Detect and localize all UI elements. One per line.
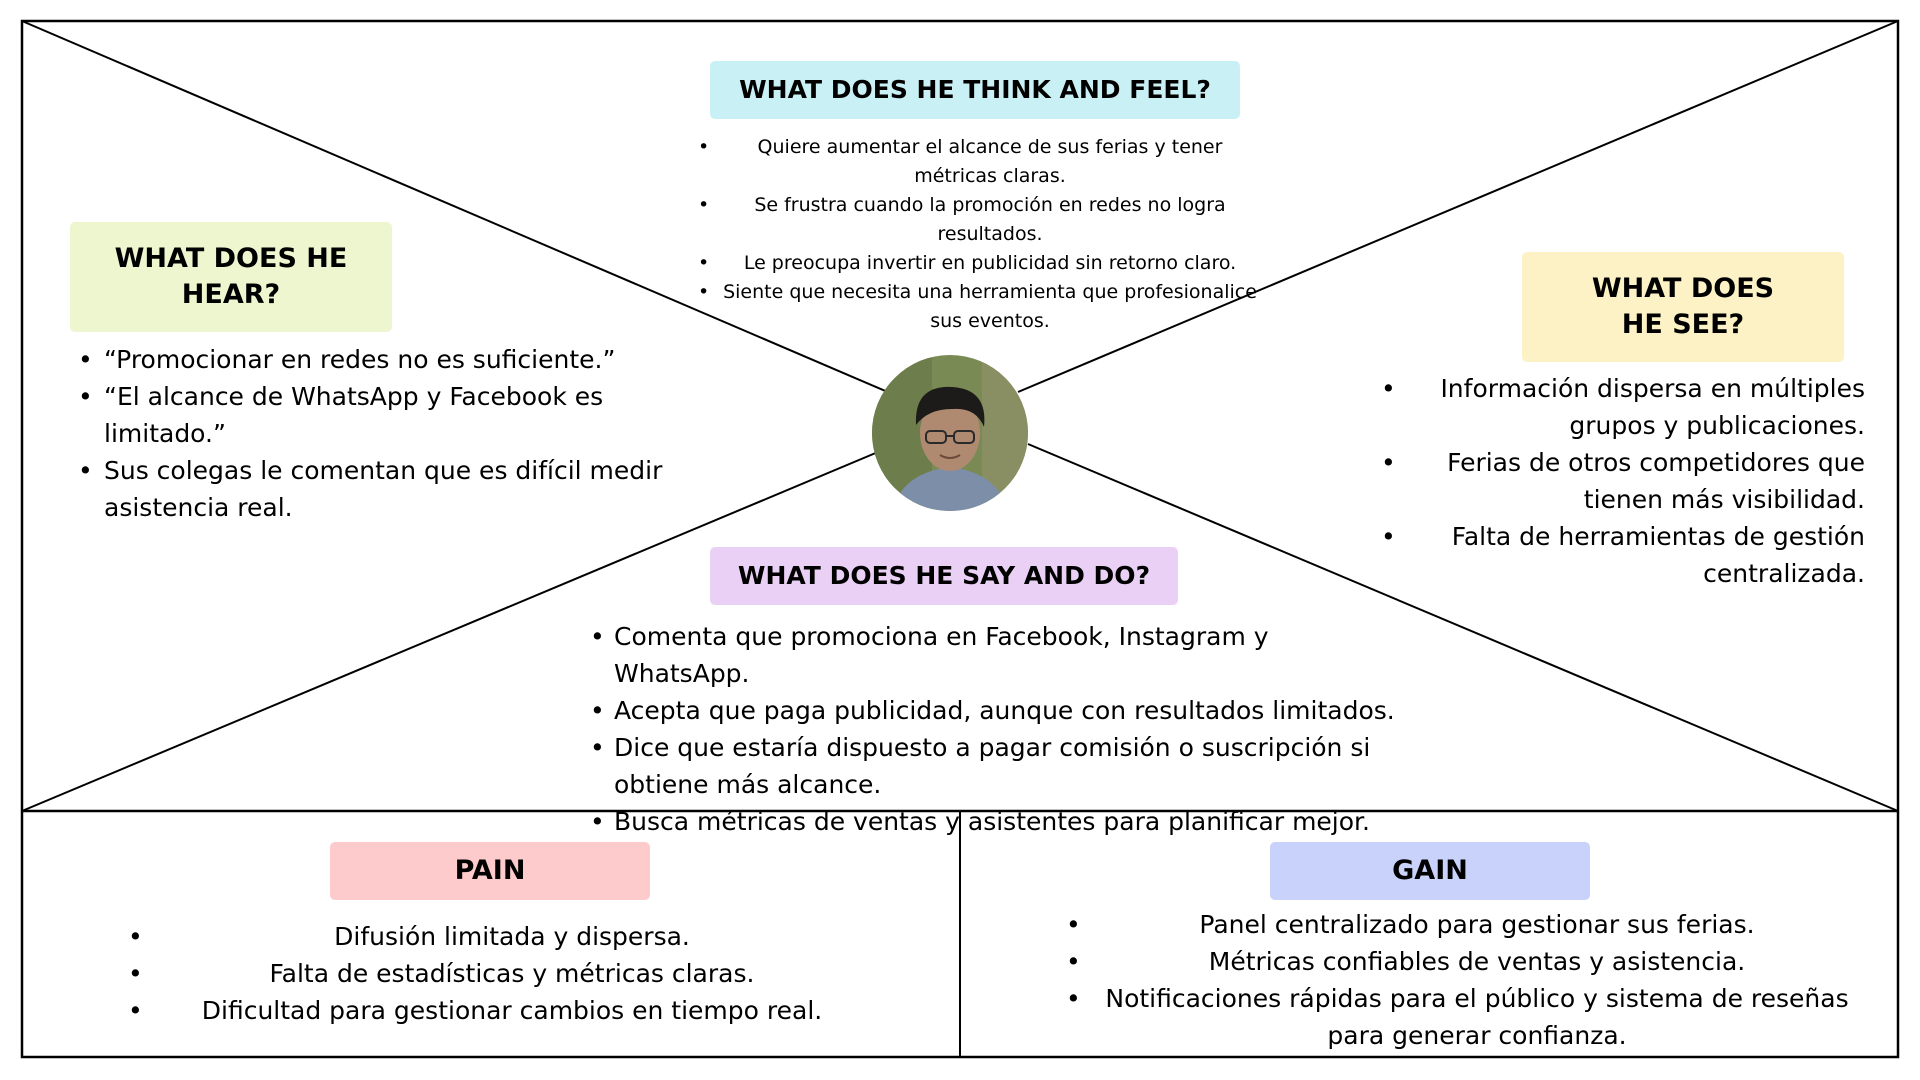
say-and-do-list: Comenta que promociona en Facebook, Inst… [584,618,1404,840]
list-item: Información dispersa en múltiples grupos… [1375,370,1865,444]
list-item: Dice que estaría dispuesto a pagar comis… [584,729,1404,803]
persona-avatar [872,355,1028,511]
diagonal-bottom-left [21,451,879,812]
think-and-feel-list: Quiere aumentar el alcance de sus ferias… [680,133,1260,336]
gain-list: Panel centralizado para gestionar sus fe… [1062,906,1862,1054]
see-list: Información dispersa en múltiples grupos… [1375,370,1865,592]
list-item: Quiere aumentar el alcance de sus ferias… [680,133,1260,191]
list-item: Falta de herramientas de gestión central… [1375,518,1865,592]
see-heading: WHAT DOES HE SEE? [1522,252,1844,362]
list-item: Falta de estadísticas y métricas claras. [122,955,862,992]
list-item: Sus colegas le comentan que es difícil m… [72,452,672,526]
list-item: Le preocupa invertir en publicidad sin r… [680,249,1260,278]
pain-heading: PAIN [330,842,650,900]
hear-heading: WHAT DOES HE HEAR? [70,222,392,332]
list-item: Difusión limitada y dispersa. [122,918,862,955]
diagonal-bottom-right [1027,443,1899,812]
list-item: Panel centralizado para gestionar sus fe… [1062,906,1862,943]
list-item: Ferias de otros competidores que tienen … [1375,444,1865,518]
list-item: Notificaciones rápidas para el público y… [1062,980,1862,1054]
list-item: Dificultad para gestionar cambios en tie… [122,992,862,1029]
think-and-feel-heading: WHAT DOES HE THINK AND FEEL? [710,61,1240,119]
list-item: Se frustra cuando la promoción en redes … [680,191,1260,249]
list-item: “El alcance de WhatsApp y Facebook es li… [72,378,672,452]
list-item: Comenta que promociona en Facebook, Inst… [584,618,1404,692]
person-photo-icon [872,355,1028,511]
list-item: Busca métricas de ventas y asistentes pa… [584,803,1404,840]
gain-heading: GAIN [1270,842,1590,900]
list-item: Acepta que paga publicidad, aunque con r… [584,692,1404,729]
list-item: “Promocionar en redes no es suficiente.” [72,341,672,378]
pain-list: Difusión limitada y dispersa. Falta de e… [122,918,862,1029]
list-item: Métricas confiables de ventas y asistenc… [1062,943,1862,980]
say-and-do-heading: WHAT DOES HE SAY AND DO? [710,547,1178,605]
list-item: Siente que necesita una herramienta que … [680,278,1260,336]
hear-list: “Promocionar en redes no es suficiente.”… [72,341,672,526]
